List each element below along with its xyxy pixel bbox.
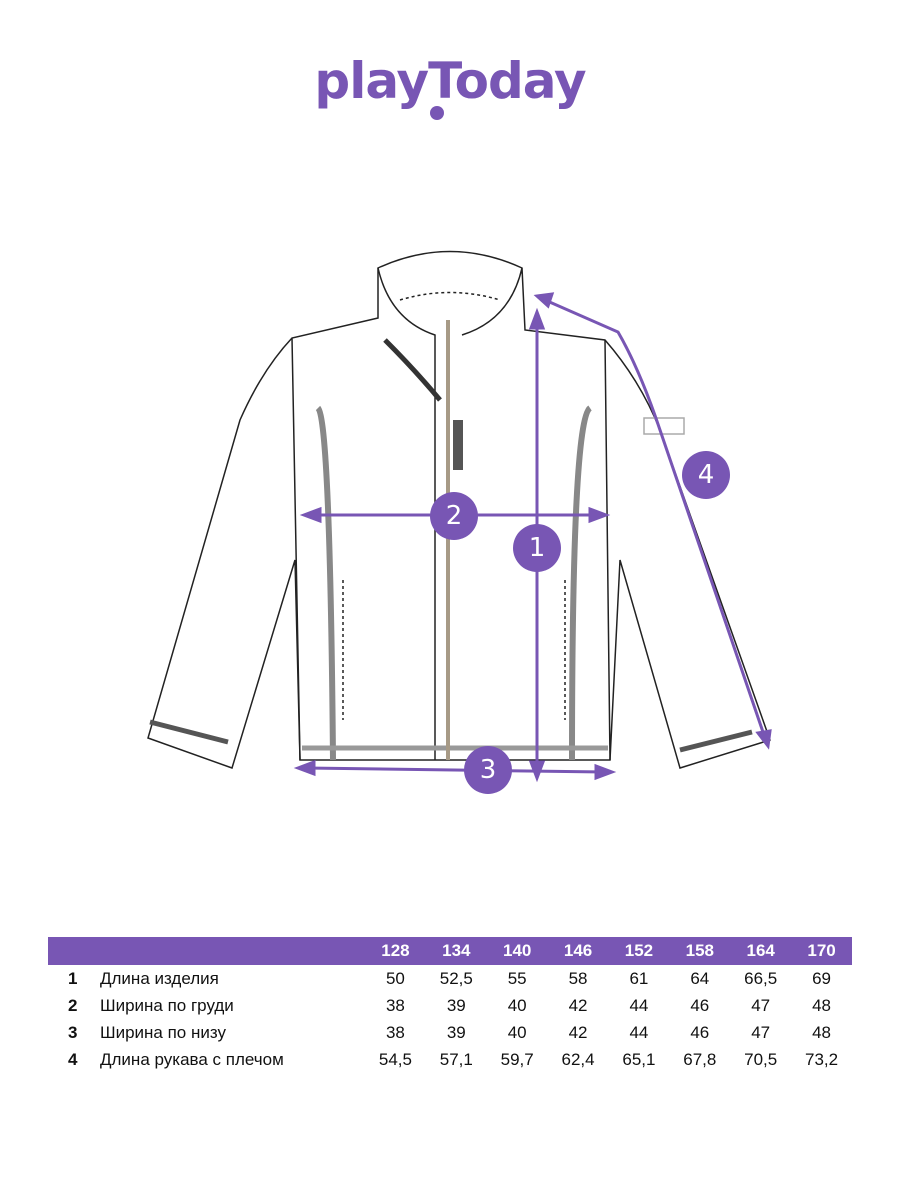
size-header: 146 bbox=[547, 937, 609, 965]
size-header: 170 bbox=[791, 937, 852, 965]
table-cell: 57,1 bbox=[439, 1049, 473, 1069]
table-cell: 62,4 bbox=[561, 1049, 595, 1069]
table-cell: 48 bbox=[812, 1022, 832, 1042]
table-cell: 42 bbox=[568, 995, 588, 1015]
table-cell: 48 bbox=[812, 995, 832, 1015]
row-number: 2 bbox=[68, 995, 78, 1015]
table-cell: 44 bbox=[629, 1022, 649, 1042]
table-cell: 50 bbox=[385, 968, 405, 988]
jacket-outline bbox=[147, 250, 771, 769]
marker-3: 3 bbox=[464, 746, 512, 794]
table-row: 4 Длина рукава с плечом 54,5 57,1 59,7 62,4 65… bbox=[48, 1046, 852, 1073]
table-row: 2 Ширина по груди 38 39 40 42 44 46 47 48 bbox=[48, 992, 852, 1019]
size-header: 152 bbox=[608, 937, 670, 965]
marker-1: 1 bbox=[513, 524, 561, 572]
row-number: 3 bbox=[68, 1022, 78, 1042]
logo-dot bbox=[430, 106, 444, 120]
table-cell: 66,5 bbox=[744, 968, 778, 988]
table-cell: 59,7 bbox=[500, 1049, 534, 1069]
table-cell: 47 bbox=[751, 995, 771, 1015]
table-cell: 40 bbox=[507, 995, 527, 1015]
table-cell: 69 bbox=[812, 968, 832, 988]
table-cell: 38 bbox=[385, 995, 405, 1015]
row-number: 1 bbox=[68, 968, 78, 988]
svg-text:3: 3 bbox=[480, 755, 497, 785]
zipper-pull bbox=[453, 420, 463, 470]
table-cell: 52,5 bbox=[439, 968, 473, 988]
table-cell: 58 bbox=[568, 968, 588, 988]
row-label: Длина рукава с плечом bbox=[100, 1049, 284, 1069]
table-cell: 64 bbox=[690, 968, 710, 988]
table-cell: 67,8 bbox=[683, 1049, 717, 1069]
table-cell: 73,2 bbox=[805, 1049, 839, 1069]
table-cell: 61 bbox=[629, 968, 649, 988]
size-header: 140 bbox=[486, 937, 548, 965]
table-cell: 47 bbox=[751, 1022, 771, 1042]
size-header: 128 bbox=[365, 937, 426, 965]
size-header: 134 bbox=[425, 937, 487, 965]
table-cell: 39 bbox=[446, 995, 466, 1015]
marker-4: 4 bbox=[682, 451, 730, 499]
size-header: 164 bbox=[730, 937, 792, 965]
table-cell: 70,5 bbox=[744, 1049, 778, 1069]
jacket-diagram: 1 2 3 4 bbox=[147, 250, 772, 794]
table-cell: 40 bbox=[507, 1022, 527, 1042]
size-table: 128 134 140 146 152 158 164 170 1 Длина и… bbox=[48, 937, 852, 1073]
table-cell: 46 bbox=[690, 995, 710, 1015]
zipper-top bbox=[383, 338, 442, 402]
table-header: 128 134 140 146 152 158 164 170 bbox=[48, 937, 852, 965]
svg-text:2: 2 bbox=[446, 501, 463, 531]
row-label: Ширина по низу bbox=[100, 1022, 226, 1042]
svg-text:4: 4 bbox=[698, 460, 715, 490]
row-label: Ширина по груди bbox=[100, 995, 234, 1015]
table-cell: 65,1 bbox=[622, 1049, 656, 1069]
table-cell: 46 bbox=[690, 1022, 710, 1042]
row-number: 4 bbox=[68, 1049, 78, 1069]
table-cell: 44 bbox=[629, 995, 649, 1015]
size-header: 158 bbox=[669, 937, 731, 965]
measurement-lines bbox=[293, 292, 772, 783]
svg-text:1: 1 bbox=[529, 533, 546, 563]
table-cell: 54,5 bbox=[378, 1049, 412, 1069]
table-cell: 38 bbox=[385, 1022, 405, 1042]
table-cell: 42 bbox=[568, 1022, 588, 1042]
table-row: 1 Длина изделия 50 52,5 55 58 61 64 66,5 69 bbox=[48, 965, 852, 992]
table-cell: 39 bbox=[446, 1022, 466, 1042]
table-row: 3 Ширина по низу 38 39 40 42 44 46 47 48 bbox=[48, 1019, 852, 1046]
table-cell: 55 bbox=[507, 968, 527, 988]
marker-2: 2 bbox=[430, 492, 478, 540]
brand-logo: playToday bbox=[314, 52, 586, 110]
row-label: Длина изделия bbox=[100, 968, 219, 988]
